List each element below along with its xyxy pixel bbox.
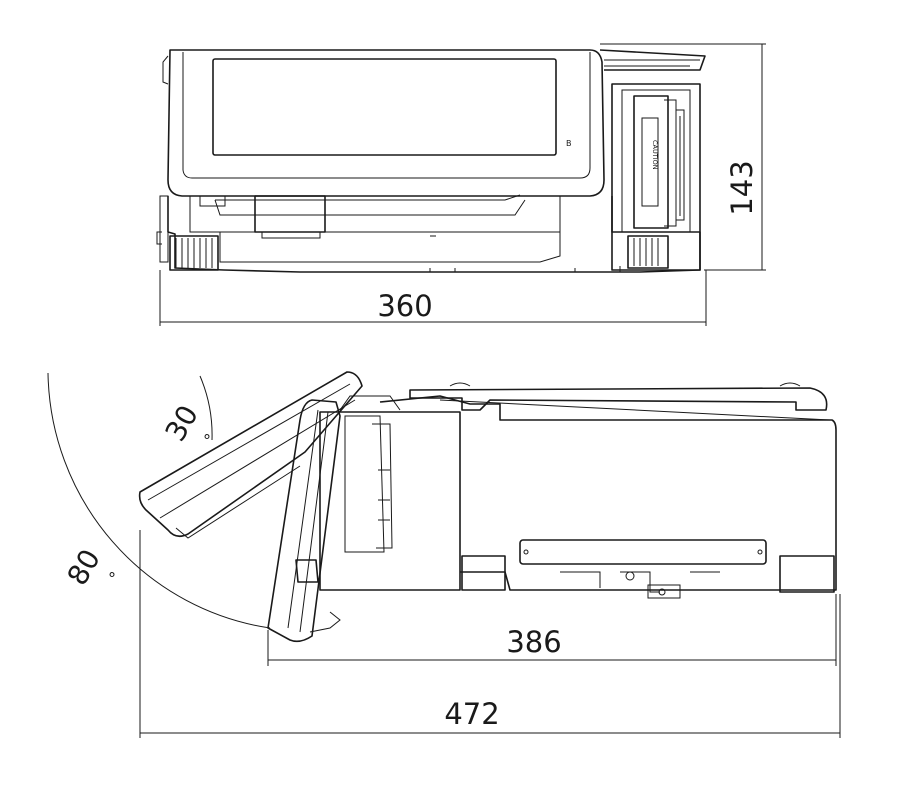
depth-dimension: 386 [506, 625, 561, 659]
width-dimension-line [159, 270, 707, 326]
weighing-platform [409, 387, 828, 411]
swing-angle-label: 80 [61, 544, 107, 591]
display-screen [212, 58, 557, 156]
rear-platform [599, 49, 706, 71]
indicator-mark: B [566, 139, 572, 148]
swing-degree-symbol: ° [108, 569, 116, 588]
width-dimension: 360 [377, 289, 432, 323]
tilt-arc [199, 375, 213, 441]
display-bezel [182, 52, 591, 179]
total-depth-dimension-line [139, 530, 841, 738]
caution-label [641, 117, 659, 207]
front-foot [461, 555, 506, 591]
display-left-edge [162, 55, 169, 85]
scale-body [379, 395, 837, 591]
caution-text: CAUTION [651, 140, 659, 170]
height-dimension: 143 [725, 160, 759, 215]
scale-base [167, 196, 701, 273]
total-depth-dimension: 472 [444, 697, 499, 731]
rear-foot [779, 555, 835, 593]
printer-module [319, 411, 461, 591]
side-view: 30 ° 80 ° 38 [47, 371, 841, 738]
display-tilted [138, 371, 363, 538]
side-label-plate [519, 539, 767, 565]
front-view: B CAUTION 360 143 [156, 43, 766, 326]
tilt-angle-label: 30 [159, 400, 205, 447]
left-foot [169, 235, 219, 271]
front-bracket [254, 195, 326, 233]
swing-arc [47, 372, 271, 629]
printer-unit [611, 83, 701, 271]
right-foot [627, 235, 669, 269]
tilt-degree-symbol: ° [203, 431, 211, 450]
display-housing [167, 49, 605, 197]
height-dimension-line [600, 43, 766, 271]
printer-door [633, 95, 669, 229]
display-lowered [267, 399, 341, 643]
front-tray [214, 194, 526, 216]
depth-dimension-line [267, 594, 837, 666]
